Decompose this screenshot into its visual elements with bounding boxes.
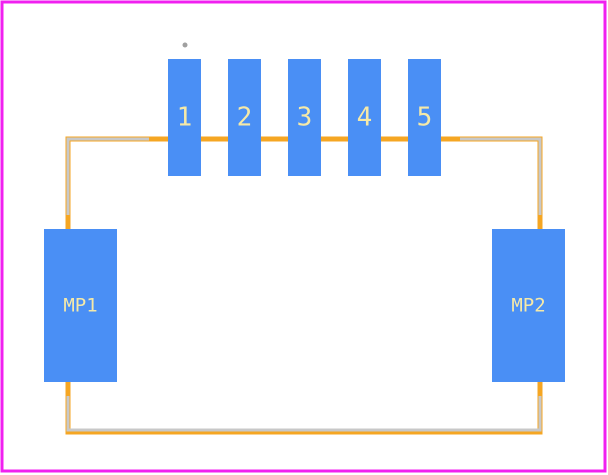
- pad-3[interactable]: [288, 59, 321, 176]
- mp2-label: MP2: [511, 295, 545, 317]
- mounting-pads: MP1 MP2: [44, 229, 565, 382]
- mounting-pad-mp2[interactable]: [492, 229, 565, 382]
- mp1-label: MP1: [63, 295, 97, 317]
- pad-2-label: 2: [237, 103, 253, 133]
- pad-5-label: 5: [417, 103, 433, 133]
- silkscreen-outline: [66, 137, 542, 432]
- pad-2[interactable]: [228, 59, 261, 176]
- pad-4[interactable]: [348, 59, 381, 176]
- signal-pads: 1 2 3 4 5: [168, 59, 441, 176]
- pad-4-label: 4: [357, 103, 373, 133]
- mounting-pad-mp1[interactable]: [44, 229, 117, 382]
- pad-5[interactable]: [408, 59, 441, 176]
- pad-1-label: 1: [177, 103, 193, 133]
- pin1-marker: [182, 42, 188, 48]
- courtyard-outline: [65, 136, 543, 435]
- pad-3-label: 3: [297, 103, 313, 133]
- pad-1[interactable]: [168, 59, 201, 176]
